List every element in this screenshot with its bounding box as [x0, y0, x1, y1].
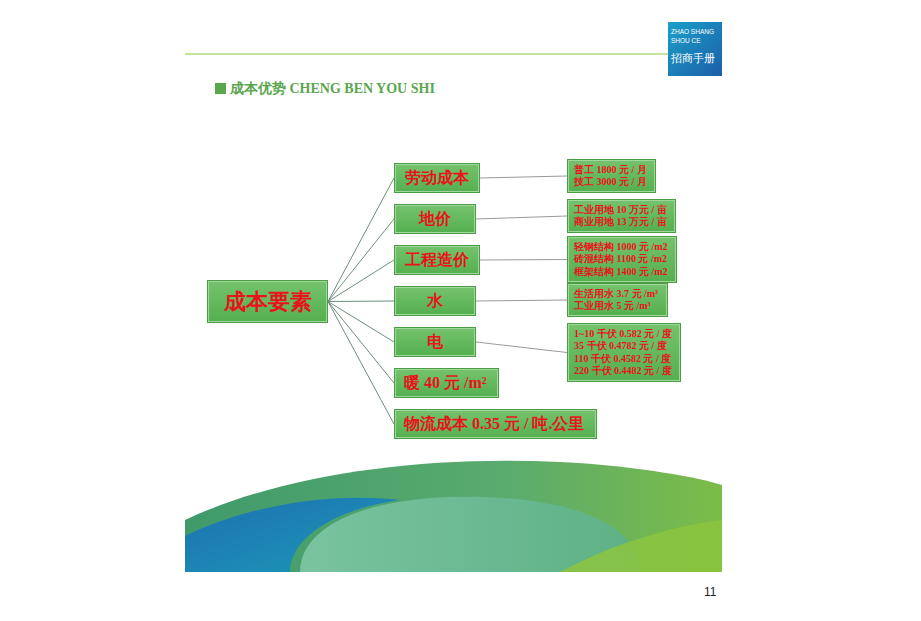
detail-box: 1~10 千伏 0.582 元 / 度35 千伏 0.4782 元 / 度110… [568, 324, 680, 381]
node-text: 110 千伏 0.4582 元 / 度 [574, 353, 671, 366]
category-box: 地价 [395, 205, 475, 233]
category-box: 物流成本 0.35 元 / 吨.公里 [395, 410, 596, 438]
connector-line [328, 302, 394, 425]
logo-box: ZHAO SHANG SHOU CE 招商手册 [668, 22, 722, 76]
node-text: 成本要素 [224, 287, 312, 317]
node-text: 招商手册 [671, 51, 715, 66]
title-square [215, 83, 226, 94]
node-text: 技工 3000 元 / 月 [574, 176, 647, 189]
detail-box: 工业用地 10 万元 / 亩商业用地 13 万元 / 亩 [568, 200, 675, 232]
connector-line [476, 342, 567, 353]
node-text: 220 千伏 0.4482 元 / 度 [574, 365, 672, 378]
connector-line [328, 178, 394, 302]
detail-box: 生活用水 3.7 元 /m³工业用水 5 元 /m³ [568, 284, 667, 316]
category-box: 电 [395, 328, 475, 356]
node-text: 35 千伏 0.4782 元 / 度 [574, 340, 667, 353]
node-text: 1~10 千伏 0.582 元 / 度 [574, 328, 672, 341]
node-text: 框架结构 1400 元 /m2 [574, 266, 668, 279]
connector-line [476, 300, 567, 301]
node-text: 轻钢结构 1000 元 /m2 [574, 241, 668, 254]
connector-line [328, 302, 394, 343]
node-text: 工业用水 5 元 /m³ [574, 300, 651, 313]
category-box: 工程造价 [395, 246, 479, 274]
node-text: 普工 1800 元 / 月 [574, 164, 647, 177]
wave-band [185, 461, 722, 572]
node-text: 商业用地 13 万元 / 亩 [574, 216, 667, 229]
connector-line [328, 302, 394, 384]
node-text: 暖 40 元 /m² [404, 373, 487, 394]
node-text: 水 [427, 291, 443, 312]
node-text: 劳动成本 [405, 168, 469, 189]
category-box: 暖 40 元 /m² [395, 369, 498, 397]
connector-line [328, 301, 394, 303]
node-text: 地价 [419, 209, 451, 230]
connector-line [328, 219, 394, 302]
node-text: 工程造价 [405, 250, 469, 271]
node-text: ZHAO SHANG SHOU CE [671, 28, 715, 45]
connector-line [476, 216, 567, 219]
node-text: 电 [427, 332, 443, 353]
node-text: 工业用地 10 万元 / 亩 [574, 204, 667, 217]
page-number: 11 [704, 585, 716, 599]
detail-box: 轻钢结构 1000 元 /m2砖混结构 1100 元 /m2框架结构 1400 … [568, 237, 676, 282]
category-box: 成本要素 [208, 281, 327, 322]
header-rule [185, 54, 668, 55]
category-box: 水 [395, 287, 475, 315]
category-box: 劳动成本 [395, 164, 479, 192]
wave-green [560, 520, 722, 572]
page-title: 成本优势 CHENG BEN YOU SHI [230, 80, 435, 98]
node-text: 物流成本 0.35 元 / 吨.公里 [404, 414, 584, 435]
detail-box: 普工 1800 元 / 月技工 3000 元 / 月 [568, 160, 655, 192]
connector-line [480, 176, 567, 178]
connector-line [480, 259, 567, 261]
node-text: 砖混结构 1100 元 /m2 [574, 253, 667, 266]
connector-line [328, 260, 394, 302]
node-text: 生活用水 3.7 元 /m³ [574, 288, 658, 301]
